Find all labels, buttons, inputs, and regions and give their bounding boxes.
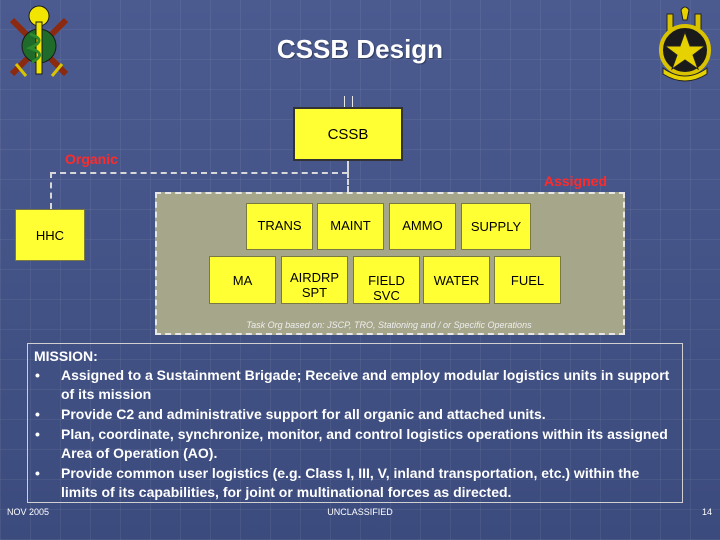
hhc-box: HHC <box>15 209 85 261</box>
footer-page-number: 14 <box>701 507 712 517</box>
footer-date: NOV 2005 <box>7 507 50 517</box>
footer-classification: UNCLASSIFIED <box>327 507 393 517</box>
assigned-label: Assigned <box>544 173 608 189</box>
task-org-note: Task Org based on: JSCP, TRO, Stationing… <box>246 320 532 330</box>
unit-box-water: WATER <box>423 256 490 304</box>
mission-heading: MISSION: <box>34 348 98 364</box>
connector-top-right <box>352 96 353 107</box>
unit-box-field-svc: FIELD SVC <box>353 256 420 304</box>
page-title: CSSB Design <box>276 34 444 64</box>
connector-assigned-down <box>347 172 349 192</box>
bullet-dot: • <box>35 426 40 442</box>
organic-label: Organic <box>65 151 118 167</box>
mission-bullet-text: Plan, coordinate, synchronize, monitor, … <box>61 426 668 461</box>
connector-cssb-down <box>347 161 349 173</box>
unit-box-ammo: AMMO <box>389 203 456 250</box>
cssb-box: CSSB <box>293 107 403 161</box>
unit-box-supply: SUPPLY <box>461 203 531 250</box>
unit-box-maint: MAINT <box>317 203 384 250</box>
mission-bullet-text: Assigned to a Sustainment Brigade; Recei… <box>61 367 670 402</box>
unit-box-ma: MA <box>209 256 276 304</box>
bullet-dot: • <box>35 367 40 383</box>
connector-top-left <box>344 96 345 107</box>
connector-organic-horizontal <box>50 172 348 174</box>
medical-insignia-icon <box>9 5 69 77</box>
mission-bullet-text: Provide common user logistics (e.g. Clas… <box>61 465 640 500</box>
transportation-insignia-icon <box>659 6 711 82</box>
mission-bullet: • Provide common user logistics (e.g. Cl… <box>34 464 674 502</box>
bullet-dot: • <box>35 465 40 481</box>
bullet-dot: • <box>35 406 40 422</box>
unit-box-trans: TRANS <box>246 203 313 250</box>
mission-bullet-text: Provide C2 and administrative support fo… <box>61 406 546 422</box>
mission-box: MISSION: • Assigned to a Sustainment Bri… <box>27 343 683 503</box>
mission-bullet: • Provide C2 and administrative support … <box>34 405 674 424</box>
unit-box-airdrop-spt: AIRDRP SPT <box>281 256 348 304</box>
mission-bullet: • Plan, coordinate, synchronize, monitor… <box>34 425 674 463</box>
mission-bullet: • Assigned to a Sustainment Brigade; Rec… <box>34 366 674 404</box>
unit-box-fuel: FUEL <box>494 256 561 304</box>
connector-organic-down <box>50 172 52 209</box>
